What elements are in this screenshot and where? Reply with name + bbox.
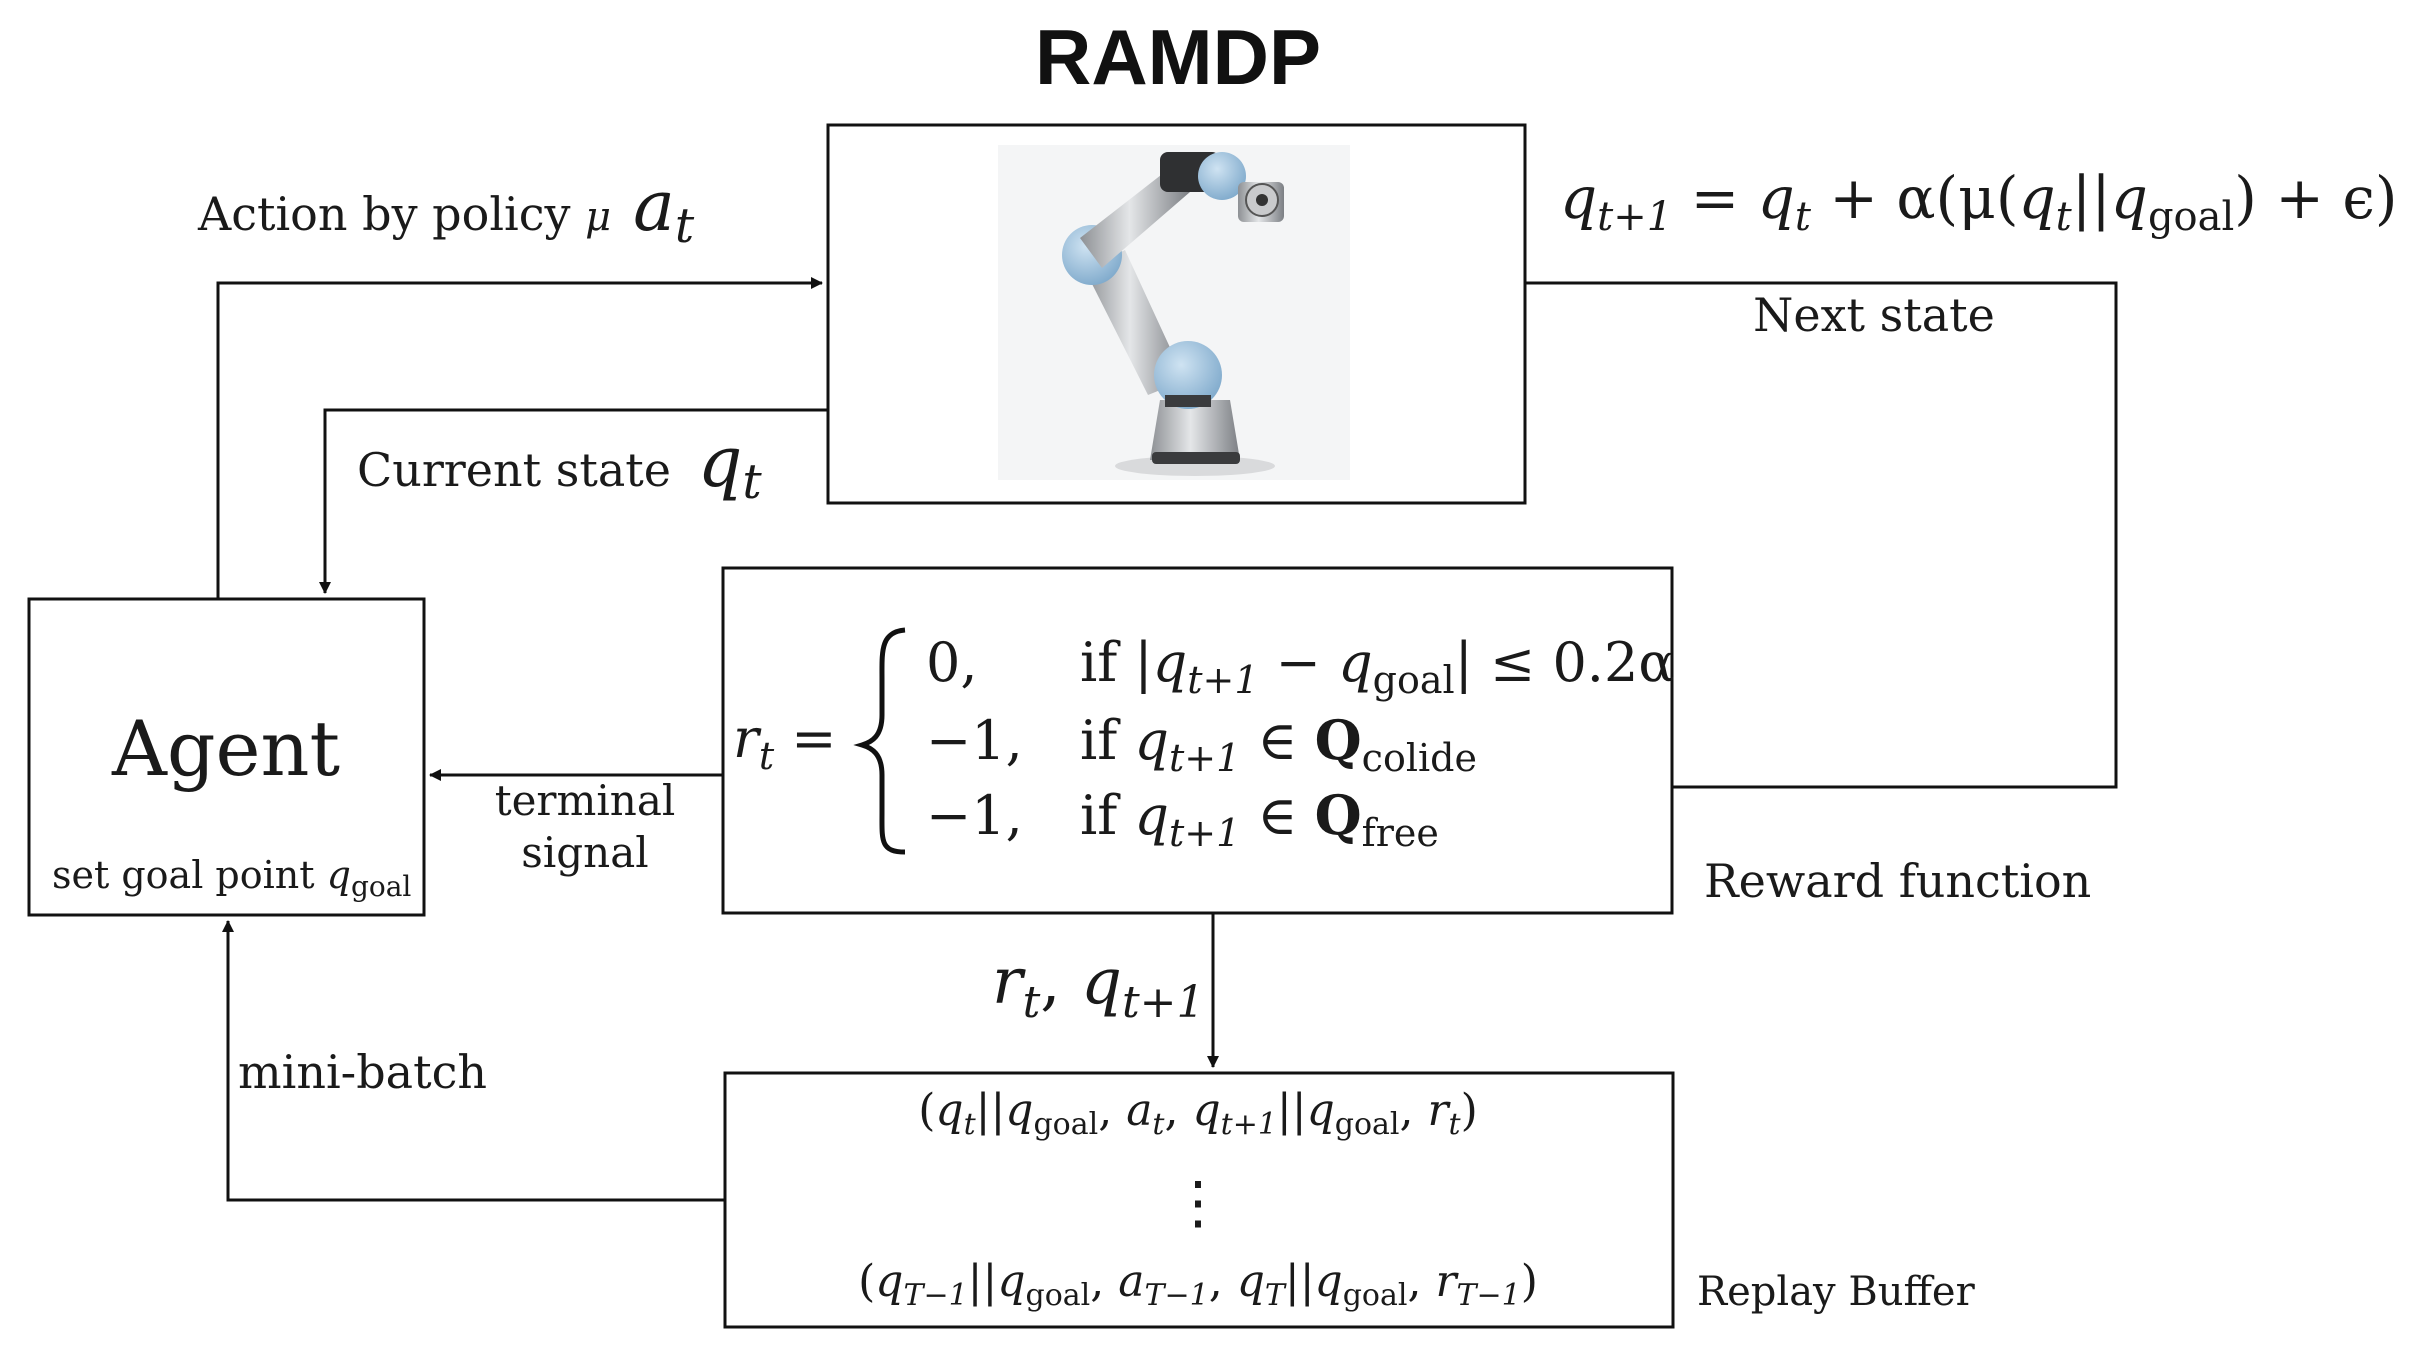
action-arrow (216, 277, 823, 599)
reward-box (721, 566, 1674, 915)
reward-equation: rt = 0, if |qt+1 − qgoal| ≤ 0.2α −1, if … (733, 627, 1675, 855)
transition-label: rt, qt+1 (992, 945, 1204, 1028)
diagram-title: RAMDP (1035, 13, 1321, 101)
robot-arm-image (998, 145, 1350, 480)
agent-goal-text: set goal point qgoal (52, 853, 411, 903)
agent-label: Agent (111, 704, 340, 793)
terminal-label-2: signal (521, 828, 648, 877)
replay-dots: ⋮ (1169, 1168, 1227, 1236)
minibatch-arrow (222, 920, 725, 1202)
svg-text:rt =: rt = (733, 707, 837, 778)
current-state-arrow (319, 408, 828, 594)
reward-case-1: 0, if |qt+1 − qgoal| ≤ 0.2α (926, 631, 1675, 702)
replay-row-2: (qT−1||qgoal, aT−1, qT||qgoal, rT−1) (858, 1256, 1538, 1313)
terminal-label-1: terminal (495, 776, 676, 825)
replay-caption: Replay Buffer (1697, 1269, 1976, 1315)
replay-buffer-box (723, 1071, 1675, 1329)
next-state-equation: qt+1 = qt + α(μ(qt||qgoal) + ϵ) (1560, 164, 2397, 240)
reward-case-3: −1, if qt+1 ∈ Qfree (926, 783, 1439, 855)
next-state-line (1525, 281, 2118, 789)
current-state-label: Current state qt (357, 421, 762, 510)
reward-case-2: −1, if qt+1 ∈ Qcolide (926, 708, 1477, 780)
agent-box (27, 597, 426, 917)
minibatch-label: mini-batch (238, 1045, 487, 1099)
next-state-label: Next state (1753, 288, 1995, 342)
reward-caption: Reward function (1704, 854, 2091, 908)
